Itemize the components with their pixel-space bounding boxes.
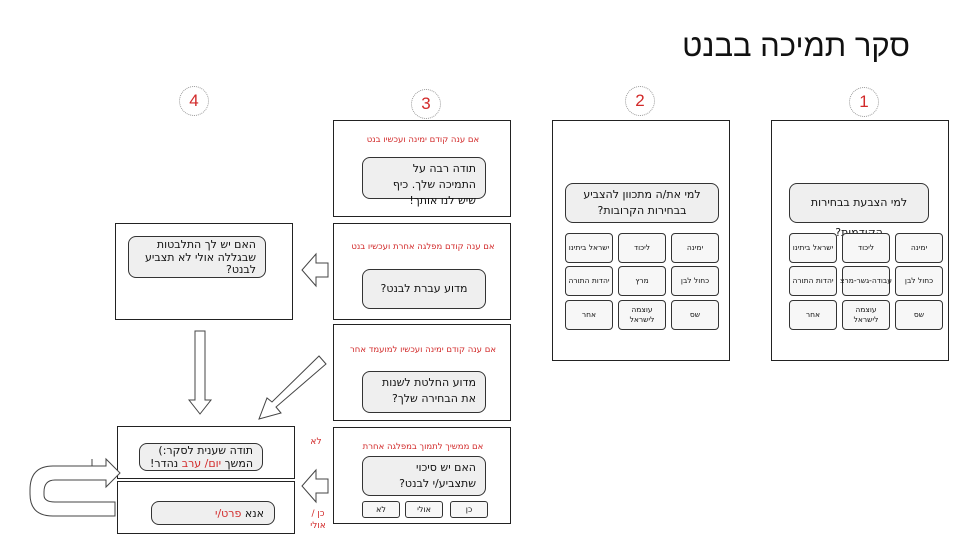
step1-option-otzma[interactable]: עוצמה לישראל bbox=[842, 300, 890, 330]
label-yes-maybe: כן / אולי bbox=[305, 508, 331, 532]
step-number-3: 3 bbox=[411, 89, 441, 119]
step4-screen-volunteer: אנא פרט/י bbox=[117, 481, 295, 534]
step1-option-yahadut-hatorah[interactable]: יהדות התורה bbox=[789, 266, 837, 296]
arrow-left-to-hesitation bbox=[301, 252, 329, 288]
volunteer-highlight: פרט/י bbox=[214, 507, 242, 520]
step1-option-likud[interactable]: ליכוד bbox=[842, 233, 890, 263]
arrow-left-to-volunteer bbox=[301, 468, 329, 504]
step3-condition-1: אם ענה קודם ימינה ועכשיו בנט bbox=[366, 135, 480, 145]
label-yes-maybe-line-1: כן / bbox=[311, 509, 325, 519]
arrow-diagonal-to-thanks bbox=[258, 355, 327, 420]
step1-screen: למי הצבעת בבחירות הקודמות? ימינה ליכוד י… bbox=[771, 120, 949, 361]
step-number-4: 4 bbox=[179, 86, 209, 116]
step2-option-likud[interactable]: ליכוד bbox=[618, 233, 666, 263]
maybe-button[interactable]: אולי bbox=[405, 501, 443, 518]
step4-volunteer-bubble: אנא פרט/י bbox=[151, 501, 275, 525]
step4-screen-hesitation: האם יש לך התלבטות שבגללה אולי לא תצביע ל… bbox=[115, 223, 293, 320]
step3-condition-4: אם ממשיך לתמוך במפלגה אחרת bbox=[362, 442, 484, 452]
step2-option-blue-white[interactable]: כחול לבן bbox=[671, 266, 719, 296]
thanks-prefix: המשך bbox=[224, 456, 253, 470]
step1-option-shas[interactable]: שס bbox=[895, 300, 943, 330]
step3-screen-yamina-to-other: אם ענה קודם ימינה ועכשיו למועמד אחר מדוע… bbox=[333, 324, 511, 421]
step2-screen: למי את/ה מתכוון להצביע בבחירות הקרובות? … bbox=[552, 120, 730, 361]
step3-message-1-bubble: תודה רבה על התמיכה שלך. כיף שיש לנו אותך… bbox=[362, 157, 486, 207]
step2-question-bubble: למי את/ה מתכוון להצביע בבחירות הקרובות? bbox=[565, 183, 719, 223]
step2-option-otzma[interactable]: עוצמה לישראל bbox=[618, 300, 666, 330]
step1-option-labor-gesher-meretz[interactable]: עבודה-גשר-מרצ bbox=[840, 266, 892, 296]
step3-screen-still-other: אם ממשיך לתמוך במפלגה אחרת האם יש סיכוי … bbox=[333, 427, 511, 524]
step1-option-yisrael-beytenu[interactable]: ישראל ביתינו bbox=[789, 233, 837, 263]
step2-option-other[interactable]: אחר bbox=[565, 300, 613, 330]
arrow-down-to-thanks bbox=[187, 330, 213, 415]
step3-message-2-bubble: מדוע עברת לבנט? bbox=[362, 269, 486, 309]
step4-thanks-bubble: תודה שענית לסקר:) המשך יום/ ערב נהדר! bbox=[139, 443, 263, 471]
step3-message-3-bubble: מדוע החלטת לשנות את הבחירה שלך? bbox=[362, 371, 486, 413]
no-button[interactable]: לא bbox=[362, 501, 400, 518]
yes-button[interactable]: כן bbox=[450, 501, 488, 518]
step3-condition-2: אם ענה קודם מפלגה אחרת ועכשיו בנט bbox=[351, 242, 495, 252]
step1-option-blue-white[interactable]: כחול לבן bbox=[895, 266, 943, 296]
step4-hesitation-bubble: האם יש לך התלבטות שבגללה אולי לא תצביע ל… bbox=[128, 236, 266, 278]
volunteer-prefix: אנא bbox=[244, 507, 264, 520]
step2-option-yisrael-beytenu[interactable]: ישראל ביתינו bbox=[565, 233, 613, 263]
step3-condition-3: אם ענה קודם ימינה ועכשיו למועמד אחר bbox=[349, 345, 497, 355]
step2-option-shas[interactable]: שס bbox=[671, 300, 719, 330]
label-no: לא bbox=[310, 437, 322, 447]
thanks-highlight: יום/ ערב bbox=[181, 456, 222, 470]
page-title: סקר תמיכה בבנט bbox=[682, 28, 910, 63]
thanks-suffix: נהדר! bbox=[150, 456, 179, 470]
step2-option-yamina[interactable]: ימינה bbox=[671, 233, 719, 263]
step4-screen-thanks: תודה שענית לסקר:) המשך יום/ ערב נהדר! bbox=[117, 426, 295, 479]
thanks-line-2: המשך יום/ ערב נהדר! bbox=[149, 456, 253, 471]
step-number-1: 1 bbox=[849, 87, 879, 117]
label-yes-maybe-line-2: אולי bbox=[310, 521, 326, 531]
step1-option-yamina[interactable]: ימינה bbox=[895, 233, 943, 263]
step2-option-meretz[interactable]: מרץ bbox=[618, 266, 666, 296]
step3-screen-other-to-bennett: אם ענה קודם מפלגה אחרת ועכשיו בנט מדוע ע… bbox=[333, 223, 511, 320]
step3-screen-yamina-to-bennett: אם ענה קודם ימינה ועכשיו בנט תודה רבה על… bbox=[333, 120, 511, 217]
step2-option-yahadut-hatorah[interactable]: יהדות התורה bbox=[565, 266, 613, 296]
step1-option-other[interactable]: אחר bbox=[789, 300, 837, 330]
step-number-2: 2 bbox=[625, 86, 655, 116]
thanks-line-1: תודה שענית לסקר:) bbox=[158, 444, 253, 457]
arrow-loop-restart bbox=[29, 457, 121, 517]
step3-message-4-bubble: האם יש סיכוי שתצביע/י לבנט? bbox=[362, 456, 486, 496]
